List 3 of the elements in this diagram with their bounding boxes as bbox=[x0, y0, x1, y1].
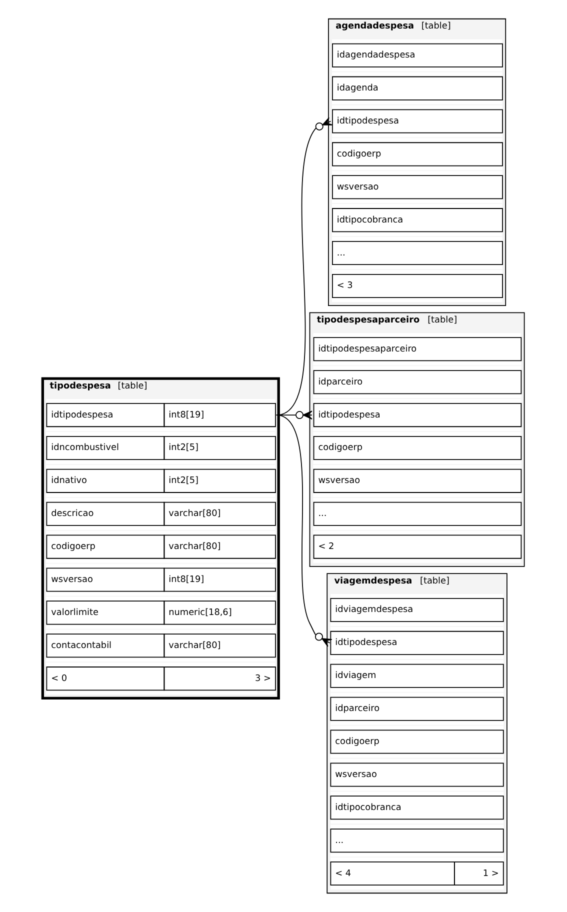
connector bbox=[276, 410, 312, 420]
connector bbox=[276, 117, 333, 416]
connector bbox=[276, 414, 332, 647]
